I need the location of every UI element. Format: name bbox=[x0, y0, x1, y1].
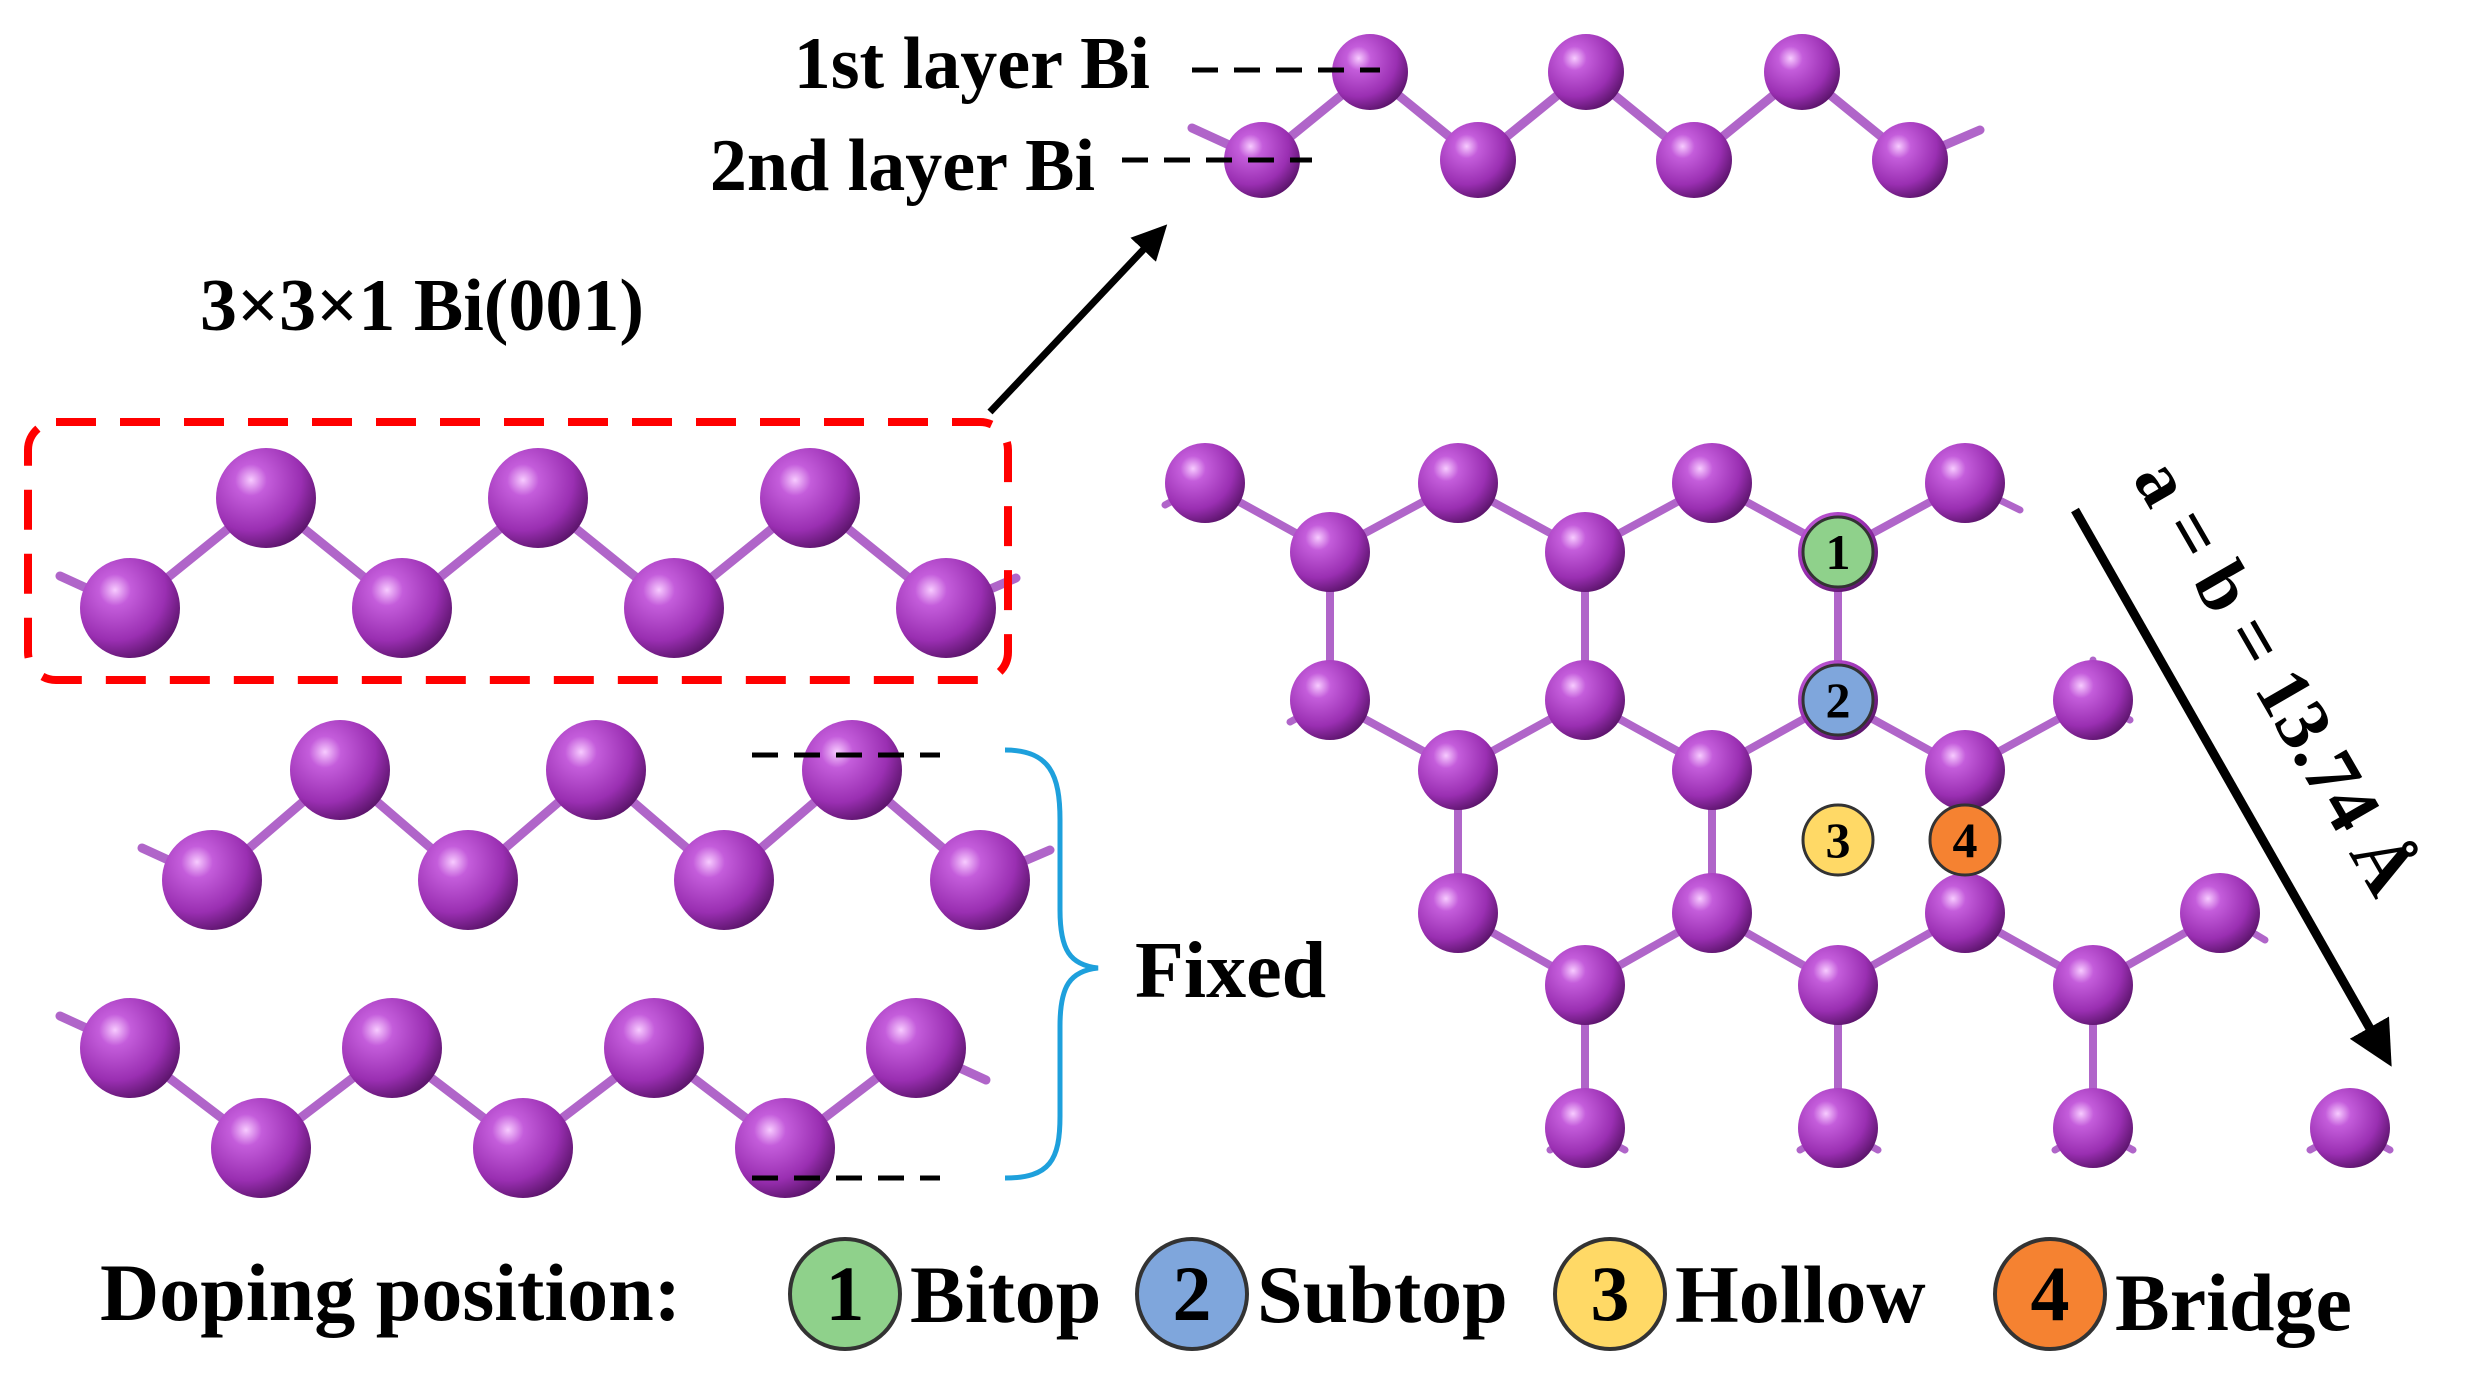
site-1-number: 1 bbox=[1826, 524, 1851, 580]
bi-atom bbox=[1545, 660, 1625, 740]
first-layer-label: 1st layer Bi bbox=[794, 23, 1150, 105]
legend-title: Doping position: bbox=[100, 1247, 681, 1338]
bi-atom bbox=[930, 830, 1030, 930]
bi-atom bbox=[735, 1098, 835, 1198]
bi-atom bbox=[1925, 443, 2005, 523]
lattice-vector-arrow bbox=[2071, 507, 2392, 1067]
bi-atom bbox=[80, 998, 180, 1098]
legend-site-3-number: 3 bbox=[1591, 1250, 1630, 1337]
bi-atom bbox=[1545, 512, 1625, 592]
legend-site-1-number: 1 bbox=[826, 1250, 865, 1337]
bi-atom bbox=[1418, 730, 1498, 810]
bi-atom bbox=[2053, 945, 2133, 1025]
fixed-label: Fixed bbox=[1135, 927, 1326, 1015]
site-4-marker bbox=[1928, 803, 2002, 877]
bi-atom bbox=[418, 830, 518, 930]
bi-atom bbox=[546, 720, 646, 820]
site-3-marker bbox=[1801, 803, 1875, 877]
legend-site-3-label: Hollow bbox=[1675, 1249, 1926, 1340]
bi-atom bbox=[1672, 873, 1752, 953]
site-4-number: 4 bbox=[1953, 812, 1978, 868]
bi-atom bbox=[1798, 1088, 1878, 1168]
fixed-brace bbox=[1004, 747, 1099, 1181]
legend-site-1-label: Bitop bbox=[910, 1249, 1101, 1340]
bi-atom bbox=[488, 448, 588, 548]
legend-site-4-marker bbox=[1993, 1237, 2107, 1351]
bi-atom bbox=[896, 558, 996, 658]
bi-atom bbox=[1545, 1088, 1625, 1168]
bi-atom bbox=[1925, 873, 2005, 953]
doping-site-markers: 1 2 3 4 bbox=[1801, 515, 2002, 877]
fixed-bilayer-2-side-view bbox=[55, 998, 991, 1198]
bi-atom bbox=[1672, 443, 1752, 523]
doping-legend: Doping position: 1 Bitop 2 Subtop 3 Hollow 4 Br… bbox=[100, 1237, 2352, 1351]
fixed-bilayer-1-side-view bbox=[137, 720, 1055, 930]
site-2-number: 2 bbox=[1826, 672, 1851, 728]
bi-atom bbox=[624, 558, 724, 658]
bi-atom bbox=[1545, 945, 1625, 1025]
bi-atom bbox=[1440, 122, 1516, 198]
bi-atom bbox=[473, 1098, 573, 1198]
bi-atom bbox=[674, 830, 774, 930]
highlight-box bbox=[24, 418, 1012, 684]
bi-atom bbox=[2053, 1088, 2133, 1168]
bi-atom bbox=[1925, 730, 2005, 810]
bi-atom bbox=[1418, 873, 1498, 953]
bi-atom bbox=[604, 998, 704, 1098]
legend-site-1-marker bbox=[788, 1237, 902, 1351]
bi-atom bbox=[866, 998, 966, 1098]
bi-atom bbox=[1165, 443, 1245, 523]
bi-atom bbox=[802, 720, 902, 820]
bi-atom bbox=[1290, 512, 1370, 592]
zoom-arrow bbox=[987, 224, 1168, 415]
bi-atom bbox=[342, 998, 442, 1098]
bi-atom bbox=[1872, 122, 1948, 198]
site-3-number: 3 bbox=[1826, 812, 1851, 868]
legend-site-2-marker bbox=[1135, 1237, 1249, 1351]
bi-atom bbox=[1672, 730, 1752, 810]
site-1-marker bbox=[1801, 515, 1875, 589]
bi-atom bbox=[1418, 443, 1498, 523]
bi-atom bbox=[162, 830, 262, 930]
top-layer-side-view bbox=[1187, 34, 1985, 198]
bi-atom bbox=[1656, 122, 1732, 198]
legend-site-2-label: Subtop bbox=[1257, 1249, 1508, 1340]
bi-atom bbox=[80, 558, 180, 658]
highlighted-bilayer-side-view bbox=[55, 448, 1021, 658]
second-layer-label: 2nd layer Bi bbox=[710, 125, 1095, 207]
bi-atom bbox=[216, 448, 316, 548]
bi-atom bbox=[1548, 34, 1624, 110]
supercell-label: 3×3×1 Bi(001) bbox=[200, 265, 644, 347]
legend-site-4-number: 4 bbox=[2031, 1250, 2070, 1337]
bi-atom bbox=[760, 448, 860, 548]
legend-site-3-marker bbox=[1553, 1237, 1667, 1351]
bi-atom bbox=[2310, 1088, 2390, 1168]
bi-atom bbox=[2180, 873, 2260, 953]
site-2-marker bbox=[1801, 663, 1875, 737]
bi-atom bbox=[1764, 34, 1840, 110]
legend-site-4-label: Bridge bbox=[2115, 1257, 2352, 1348]
bi-atom bbox=[1290, 660, 1370, 740]
bi-atom bbox=[2053, 660, 2133, 740]
bi-atom bbox=[211, 1098, 311, 1198]
bi-atom bbox=[290, 720, 390, 820]
bi-atom bbox=[1798, 945, 1878, 1025]
bi-atom bbox=[352, 558, 452, 658]
legend-site-2-number: 2 bbox=[1173, 1250, 1212, 1337]
